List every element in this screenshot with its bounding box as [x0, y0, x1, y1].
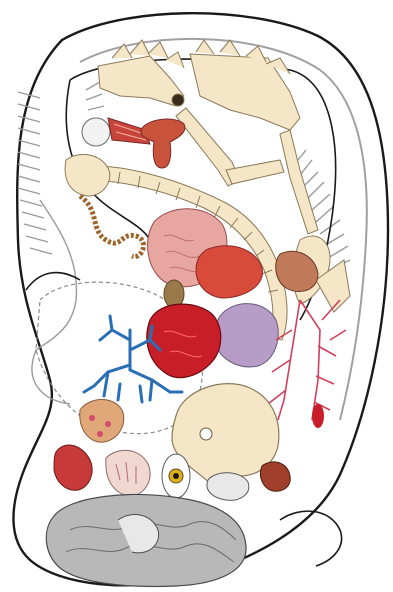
lips-icon [54, 445, 92, 490]
eye-icon [162, 454, 190, 498]
heart-organ [147, 304, 221, 377]
thyroid-gland [80, 400, 124, 443]
brain-organ [46, 495, 246, 587]
lobe-contour [280, 511, 342, 566]
cochlea-icon [260, 462, 290, 491]
liver-organ [196, 246, 262, 298]
vessel-node [312, 404, 324, 428]
tragus-contour [26, 273, 80, 290]
antihelix-inner-line [32, 200, 77, 404]
small-ear-icon [207, 473, 249, 501]
intestine-chain [80, 196, 144, 257]
spleen-organ [215, 304, 278, 367]
teeth-jaw [106, 450, 150, 496]
skull-orbit [200, 428, 212, 440]
eyeball-icon [82, 118, 110, 146]
